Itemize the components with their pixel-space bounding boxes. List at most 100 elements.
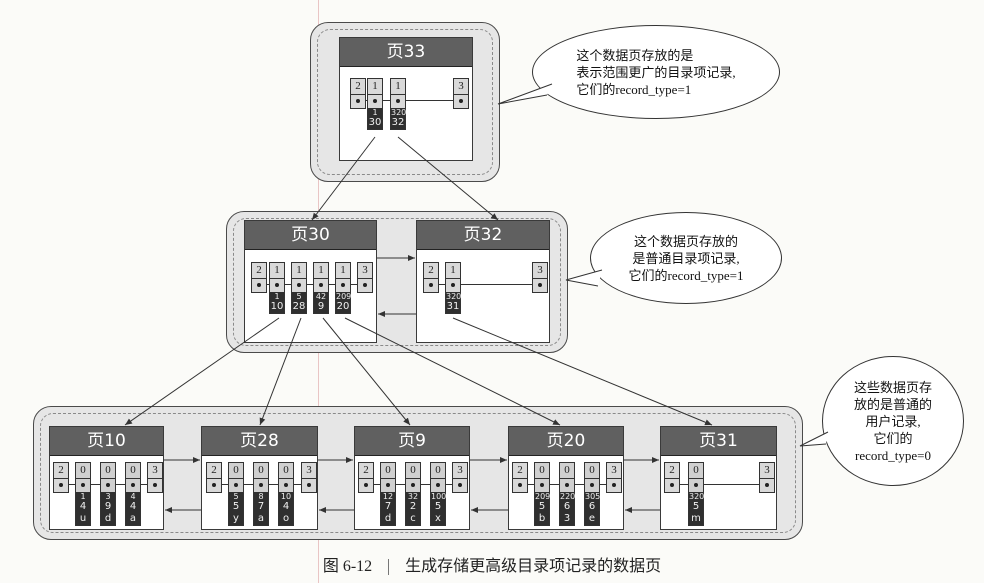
record-value: 4 [130, 492, 136, 501]
record-type-label: 3 [453, 463, 467, 479]
callout-tail [799, 431, 829, 447]
record-type-label: 3 [533, 263, 547, 279]
figure-number: 图 6-12 [322, 558, 373, 575]
record-value: u [79, 513, 87, 524]
next-record-pointer [535, 479, 549, 492]
record-value: 320 [446, 292, 462, 301]
record-type-label: 0 [535, 463, 549, 479]
next-record-pointer [454, 95, 468, 108]
record-value: 5 [434, 501, 442, 512]
record-type-2: 2 [53, 462, 69, 493]
record-value: 8 [258, 492, 264, 501]
pointer-arrow [124, 317, 280, 426]
record-type-2: 2 [206, 462, 222, 493]
record-type-2: 2 [664, 462, 680, 493]
record-type-2: 2 [423, 262, 439, 293]
callout-directory: 这个数据页存放的 是普通目录项记录, 它们的record_type=1 [590, 212, 782, 304]
record-value: 5 [232, 501, 240, 512]
callout-user-records: 这些数据页存 放的是普通的 用户记录, 它们的 record_type=0 [822, 356, 964, 486]
record-type-label: 3 [148, 463, 162, 479]
next-record-pointer [207, 479, 221, 492]
record-type-3: 3 [452, 462, 468, 493]
next-record-pointer [76, 479, 90, 492]
record-type-3: 3 [301, 462, 317, 493]
next-record-pointer [585, 479, 599, 492]
record-value: 3 [563, 513, 571, 524]
next-record-pointer [101, 479, 115, 492]
next-record-pointer [391, 95, 405, 108]
callout-line: 它们的record_type=1 [576, 81, 692, 97]
figure-title: 生成存储更高级目录项记录的数据页 [405, 558, 662, 575]
next-record-pointer [453, 479, 467, 492]
record-type-3: 3 [147, 462, 163, 493]
page-title: 页20 [509, 427, 623, 456]
record-type-label: 0 [560, 463, 574, 479]
record-value: c [410, 513, 416, 524]
page-title: 页10 [50, 427, 163, 456]
callout-line: 这个数据页存放的是 [576, 47, 694, 63]
record-value: 5 [296, 292, 302, 301]
record-value: d [384, 513, 392, 524]
next-record-pointer [279, 479, 293, 492]
next-record-pointer [336, 279, 350, 292]
next-record-pointer [292, 279, 306, 292]
record-value: 1 [80, 492, 86, 501]
record-value: o [282, 513, 290, 524]
page-title: 页28 [202, 427, 317, 456]
record-value: 6 [563, 501, 571, 512]
next-record-pointer [358, 279, 372, 292]
record-type-label: 3 [358, 263, 372, 279]
page-title: 页30 [245, 221, 376, 250]
next-record-pointer [54, 479, 68, 492]
record-value: 305 [585, 492, 601, 501]
record-type-2: 2 [512, 462, 528, 493]
callout-line: record_type=0 [855, 447, 931, 463]
next-record-pointer [252, 279, 266, 292]
next-record-pointer [406, 479, 420, 492]
record-type-label: 0 [126, 463, 140, 479]
record-type-3: 3 [606, 462, 622, 493]
next-record-pointer [314, 279, 328, 292]
record-type-label: 2 [513, 463, 527, 479]
record-type-3: 3 [453, 78, 469, 109]
record-value: 31 [446, 301, 460, 312]
record-value: y [233, 513, 239, 524]
callout-directory-upper: 这个数据页存放的是 表示范围更广的目录项记录, 它们的record_type=1 [532, 25, 780, 119]
record-type-3: 3 [357, 262, 373, 293]
record-value: 2 [409, 501, 417, 512]
record-value: e [588, 513, 596, 524]
record-type-label: 0 [229, 463, 243, 479]
record-value: m [691, 513, 701, 524]
callout-line: 这个数据页存放的 [633, 233, 738, 249]
record-value: 10 [280, 492, 292, 501]
record-value: x [435, 513, 441, 524]
next-record-pointer [689, 479, 703, 492]
record-type-label: 1 [336, 263, 350, 279]
next-record-pointer [359, 479, 373, 492]
record-type-label: 2 [351, 79, 365, 95]
record-value: 100 [431, 492, 447, 501]
next-record-pointer [424, 279, 438, 292]
record-type-label: 2 [359, 463, 373, 479]
callout-tail [565, 269, 603, 287]
record-type-label: 1 [368, 79, 382, 95]
record-value: 12 [382, 492, 394, 501]
